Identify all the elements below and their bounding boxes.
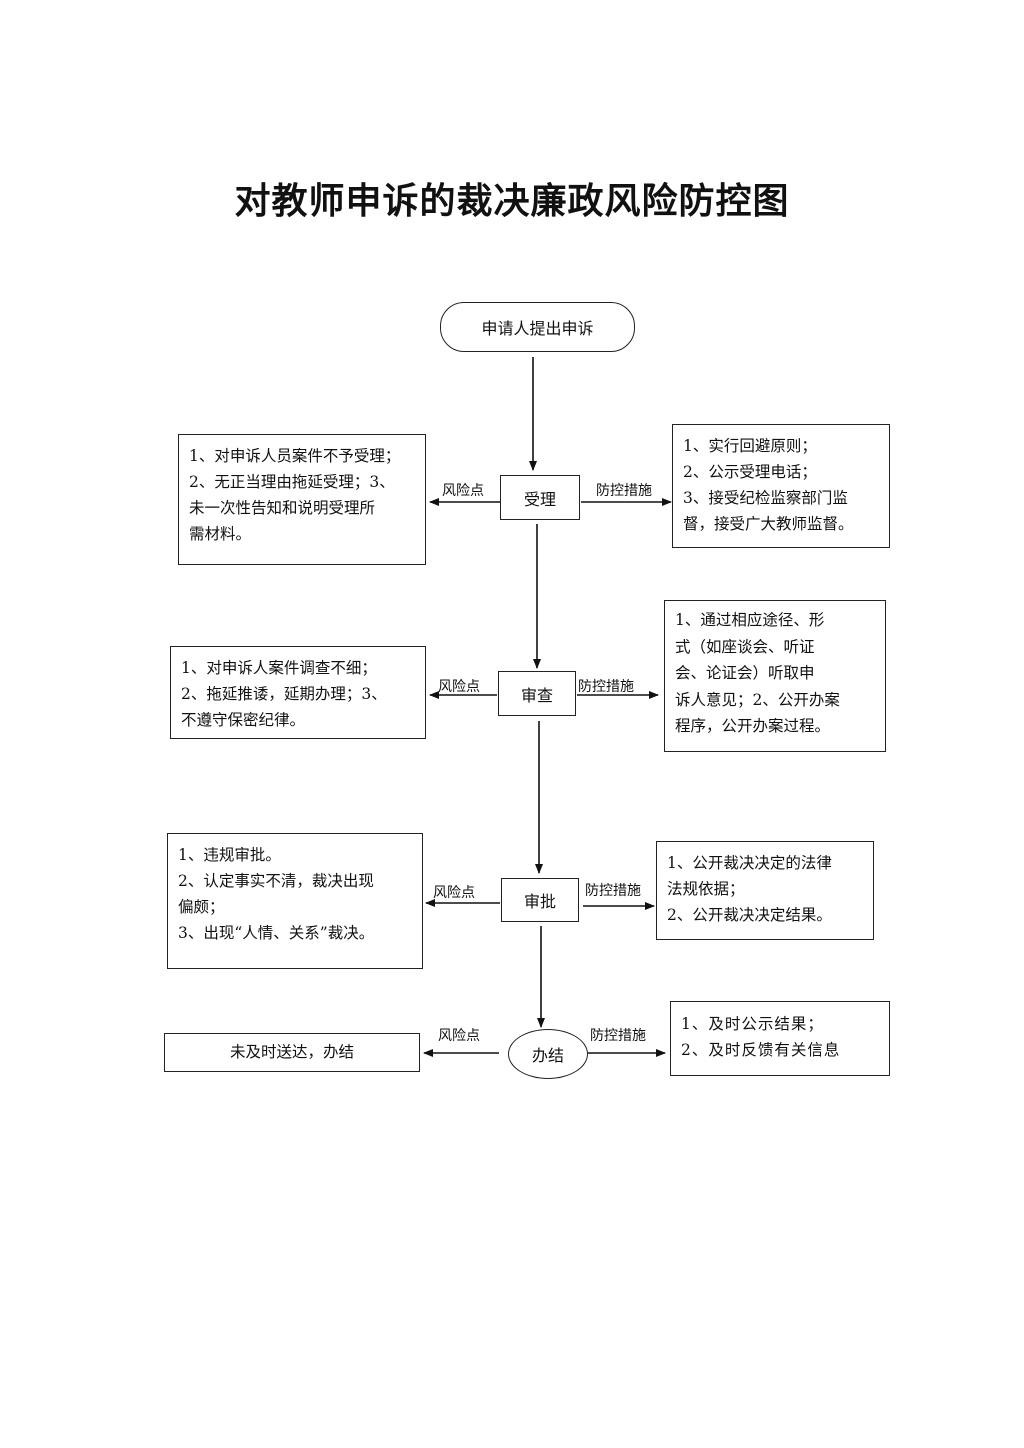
risk-line: 偏颇；: [178, 898, 225, 916]
control-line: 2、公开裁决决定结果。: [667, 906, 832, 924]
risk-line: 2、拖延推诿，延期办理；3、: [181, 685, 387, 703]
risk-box-1: 1、对申诉人员案件不予受理； 2、无正当理由拖延受理；3、 未一次性告知和说明受…: [178, 434, 426, 565]
control-box-4: 1、及时公示结果； 2、及时反馈有关信息: [670, 1001, 890, 1076]
control-box-1: 1、实行回避原则； 2、公示受理电话； 3、接受纪检监察部门监 督，接受广大教师…: [672, 424, 890, 548]
control-label-2: 防控措施: [578, 679, 634, 695]
step-node-2: 审查: [498, 671, 576, 716]
risk-label-4: 风险点: [438, 1028, 480, 1044]
risk-line: 未及时送达，办结: [229, 1043, 354, 1061]
risk-line: 需材料。: [189, 525, 252, 543]
risk-line: 2、认定事实不清，裁决出现: [178, 872, 374, 890]
risk-label-1: 风险点: [442, 483, 484, 499]
control-line: 1、及时公示结果；: [681, 1015, 824, 1033]
page-title: 对教师申诉的裁决廉政风险防控图: [234, 180, 790, 222]
control-label-4: 防控措施: [590, 1028, 646, 1044]
start-node: 申请人提出申诉: [440, 302, 635, 352]
risk-label-3: 风险点: [433, 885, 475, 901]
control-line: 督，接受广大教师监督。: [683, 515, 854, 533]
end-node: 办结: [508, 1029, 588, 1079]
control-line: 1、实行回避原则；: [683, 437, 817, 455]
risk-line: 未一次性告知和说明受理所: [189, 499, 376, 517]
control-line: 2、及时反馈有关信息: [681, 1041, 841, 1059]
control-line: 法规依据；: [667, 880, 745, 898]
step-node-3: 审批: [501, 878, 579, 922]
control-line: 程序，公开办案过程。: [675, 717, 831, 735]
control-line: 1、公开裁决决定的法律: [667, 854, 832, 872]
step-node-1: 受理: [500, 475, 580, 520]
control-line: 诉人意见；2、公开办案: [675, 690, 840, 709]
risk-box-2: 1、对申诉人案件调查不细； 2、拖延推诿，延期办理；3、 不遵守保密纪律。: [170, 646, 426, 739]
risk-line: 1、对申诉人员案件不予受理；: [189, 447, 401, 465]
control-line: 1、通过相应途径、形: [675, 611, 825, 629]
risk-line: 1、违规审批。: [178, 846, 281, 864]
risk-line: 3、出现“人情、关系”裁决。: [178, 924, 375, 942]
control-line: 3、接受纪检监察部门监: [683, 489, 848, 507]
control-box-2: 1、通过相应途径、形 式（如座谈会、听证 会、论证会）听取申 诉人意见；2、公开…: [664, 600, 886, 752]
control-label-3: 防控措施: [585, 883, 641, 899]
risk-box-3: 1、违规审批。 2、认定事实不清，裁决出现 偏颇； 3、出现“人情、关系”裁决。: [167, 833, 423, 969]
control-box-3: 1、公开裁决决定的法律 法规依据； 2、公开裁决决定结果。: [656, 841, 874, 940]
control-line: 2、公示受理电话；: [683, 463, 817, 481]
control-line: 式（如座谈会、听证: [675, 637, 815, 656]
control-label-1: 防控措施: [596, 483, 652, 499]
risk-label-2: 风险点: [438, 679, 480, 695]
control-line: 会、论证会）听取申: [675, 664, 815, 682]
risk-line: 不遵守保密纪律。: [181, 711, 306, 729]
risk-box-4: 未及时送达，办结: [164, 1033, 420, 1072]
risk-line: 1、对申诉人案件调查不细；: [181, 659, 377, 677]
risk-line: 2、无正当理由拖延受理；3、: [189, 473, 395, 491]
